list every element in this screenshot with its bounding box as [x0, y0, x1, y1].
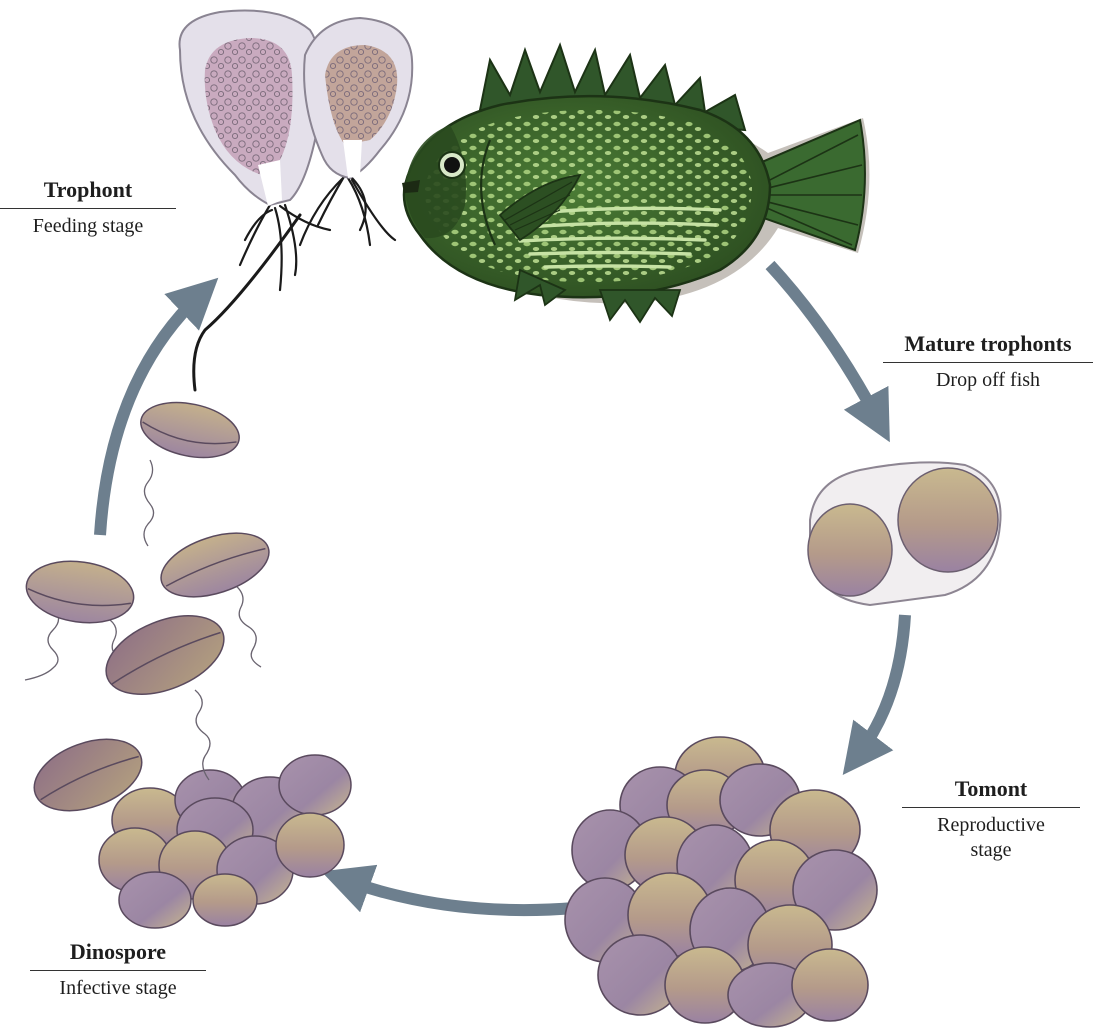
- arrow-mature-to-tomont: [858, 615, 905, 755]
- trophont-title: Trophont: [0, 176, 176, 209]
- dinospores-swimming: [22, 394, 277, 824]
- arrow-tomont-to-dinospore: [345, 880, 575, 910]
- fish-host-illustration: [402, 45, 869, 322]
- mature-trophont-cyst: [808, 462, 1001, 605]
- dinospore-description: Infective stage: [30, 971, 206, 1001]
- arrow-fish-to-mature: [770, 265, 878, 420]
- mature-trophonts-label: Mature trophonts Drop off fish: [883, 330, 1093, 393]
- trophont-label: Trophont Feeding stage: [0, 176, 176, 239]
- dinospore-title: Dinospore: [30, 938, 206, 971]
- tomont-label: Tomont Reproductive stage: [902, 775, 1080, 863]
- trophont-illustration: [180, 10, 413, 390]
- mature-trophonts-title: Mature trophonts: [883, 330, 1093, 363]
- mature-trophonts-description: Drop off fish: [883, 363, 1093, 393]
- trophont-roots: [194, 175, 395, 390]
- tomont-title: Tomont: [902, 775, 1080, 808]
- tomont-description: Reproductive stage: [902, 808, 1080, 863]
- tomont-cluster: [565, 737, 877, 1027]
- dinospore-cluster: [99, 755, 351, 928]
- trophont-description: Feeding stage: [0, 209, 176, 239]
- dinospore-label: Dinospore Infective stage: [30, 938, 206, 1001]
